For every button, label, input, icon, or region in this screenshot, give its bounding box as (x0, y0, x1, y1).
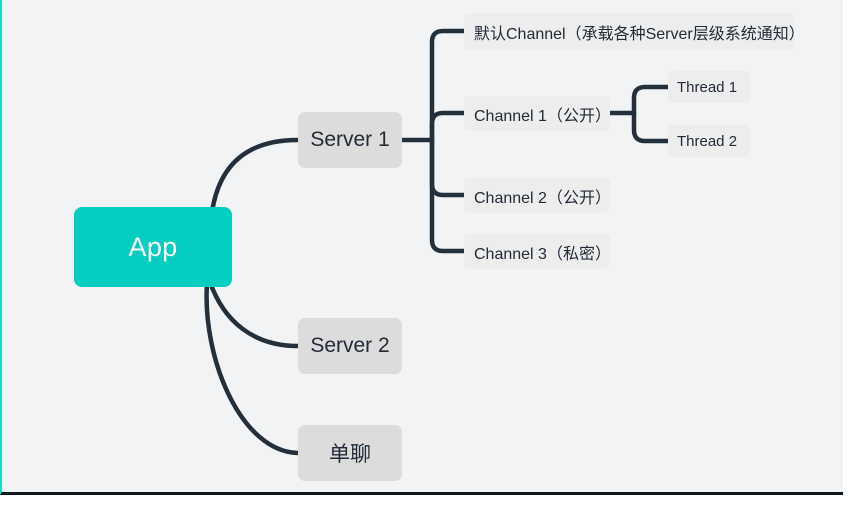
node-app-label: App (128, 231, 178, 262)
node-channel-1[interactable]: Channel 1（公开） (464, 96, 611, 131)
node-app-root[interactable]: App (74, 207, 232, 287)
node-thread-2-label: Thread 2 (677, 132, 738, 150)
edge-channel1-to-thread2 (631, 110, 671, 144)
mindmap-canvas[interactable]: App Server 1 Server 2 单聊 默认Channel（承载各种S… (0, 0, 843, 495)
node-server-2-label: Server 2 (310, 334, 390, 357)
node-channel-1-label: Channel 1（公开） (474, 107, 611, 125)
edge-app-to-server2 (207, 279, 301, 349)
edge-server1-to-default-channel (429, 28, 467, 143)
edge-server1-to-channel2 (429, 137, 467, 198)
edge-app-to-server1 (209, 137, 301, 215)
node-channel-2-label: Channel 2（公开） (474, 189, 611, 207)
node-server-1-label: Server 1 (310, 128, 390, 151)
node-channel-3-label: Channel 3（私密） (474, 245, 611, 263)
edge-channel1-to-thread1 (631, 84, 671, 116)
node-thread-1[interactable]: Thread 1 (668, 71, 750, 103)
edge-server1-to-channel3 (429, 137, 467, 254)
node-server-1[interactable]: Server 1 (298, 112, 402, 168)
node-channel-3[interactable]: Channel 3（私密） (464, 234, 611, 269)
node-direct-chat-label: 单聊 (329, 443, 371, 466)
node-direct-chat[interactable]: 单聊 (298, 425, 402, 481)
node-default-channel-label: 默认Channel（承载各种Server层级系统通知） (474, 25, 805, 43)
node-channel-2[interactable]: Channel 2（公开） (464, 178, 611, 213)
edge-server1-to-channel1 (429, 110, 467, 143)
node-thread-1-label: Thread 1 (677, 78, 738, 96)
node-thread-2[interactable]: Thread 2 (668, 125, 750, 157)
node-server-2[interactable]: Server 2 (298, 318, 402, 374)
edge-app-to-direct-chat (204, 280, 301, 456)
node-default-channel[interactable]: 默认Channel（承载各种Server层级系统通知） (464, 13, 805, 50)
